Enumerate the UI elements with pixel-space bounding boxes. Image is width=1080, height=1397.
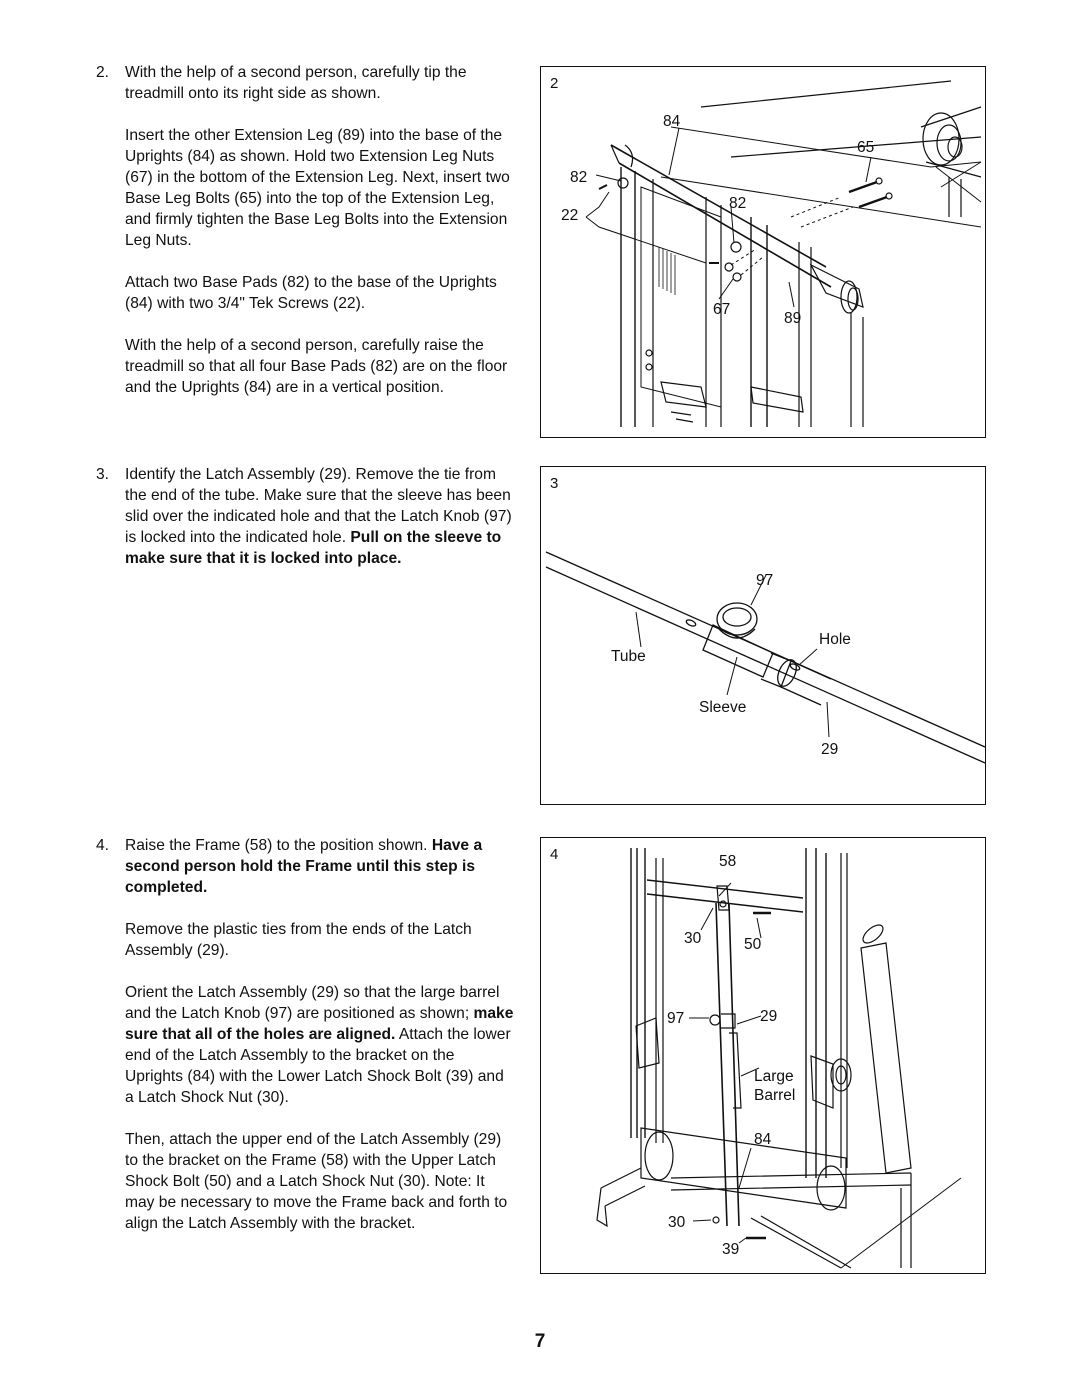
tube-label: Tube — [611, 648, 646, 665]
callout-84: 84 — [754, 1131, 772, 1148]
callout-97: 97 — [756, 572, 774, 589]
callout-82: 82 — [729, 195, 747, 212]
callout-65: 65 — [857, 139, 875, 156]
figure-4-panel: 4 58 30 50 97 29 Large Barrel 84 30 39 — [540, 837, 986, 1274]
sleeve-label: Sleeve — [699, 699, 747, 716]
step-text: Orient the Latch Assembly (29) so that t… — [125, 984, 500, 1022]
step-paragraph: Insert the other Extension Leg (89) into… — [125, 127, 510, 249]
callout-30: 30 — [684, 930, 702, 947]
figure-3-drawing — [545, 551, 985, 764]
callout-82: 82 — [570, 169, 588, 186]
callout-29: 29 — [821, 741, 839, 758]
figure-2-drawing — [585, 80, 982, 427]
step-paragraph: With the help of a second person, carefu… — [125, 64, 467, 102]
step-text: Attach the lower end of the Latch Assemb… — [125, 1026, 511, 1106]
page-number: 7 — [534, 1331, 546, 1352]
step-2: 2. With the help of a second person, car… — [96, 62, 516, 398]
step-paragraph: Remove the plastic ties from the ends of… — [125, 921, 472, 959]
step-text: Raise the Frame (58) to the position sho… — [125, 837, 432, 854]
step-paragraph: Raise the Frame (58) to the position sho… — [125, 835, 516, 898]
figure-3-panel: 3 97 Hole Tube Sleeve 29 — [540, 466, 986, 805]
callout-22: 22 — [561, 207, 579, 224]
callout-58: 58 — [719, 853, 737, 870]
step-warning: Pull on the sleeve to make sure that it … — [125, 529, 502, 567]
step-number: 2. — [96, 64, 110, 81]
callout-89: 89 — [784, 310, 802, 327]
hole-label: Hole — [819, 631, 851, 648]
large-label: Large — [754, 1068, 794, 1085]
step-paragraph: With the help of a second person, carefu… — [125, 337, 508, 396]
step-number: 3. — [96, 466, 110, 483]
step-paragraph: Attach two Base Pads (82) to the base of… — [125, 274, 497, 312]
figure-number: 3 — [550, 475, 559, 492]
callout-84: 84 — [663, 113, 681, 130]
callout-50: 50 — [744, 936, 762, 953]
step-text: Identify the Latch Assembly (29). Remove… — [125, 466, 512, 546]
figure-4-drawing — [596, 848, 962, 1269]
barrel-label: Barrel — [754, 1087, 796, 1104]
step-paragraph: Then, attach the upper end of the Latch … — [125, 1131, 508, 1232]
figure-number: 4 — [550, 846, 559, 863]
callout-67: 67 — [713, 301, 731, 318]
step-3: 3. Identify the Latch Assembly (29). Rem… — [96, 464, 516, 569]
step-warning: make sure that all of the holes are alig… — [125, 1005, 514, 1043]
callout-97: 97 — [667, 1010, 685, 1027]
figure-2-panel: 2 84 65 82 82 22 67 89 — [540, 66, 986, 438]
step-warning: Have a second person hold the Frame unti… — [125, 837, 483, 896]
step-number: 4. — [96, 837, 110, 854]
step-paragraph: Identify the Latch Assembly (29). Remove… — [125, 464, 516, 569]
callout-30: 30 — [668, 1214, 686, 1231]
callout-29: 29 — [760, 1008, 778, 1025]
callout-39: 39 — [722, 1241, 740, 1258]
step-4: 4. Raise the Frame (58) to the position … — [96, 835, 516, 1234]
step-paragraph: Orient the Latch Assembly (29) so that t… — [125, 982, 516, 1108]
figure-number: 2 — [550, 75, 559, 92]
